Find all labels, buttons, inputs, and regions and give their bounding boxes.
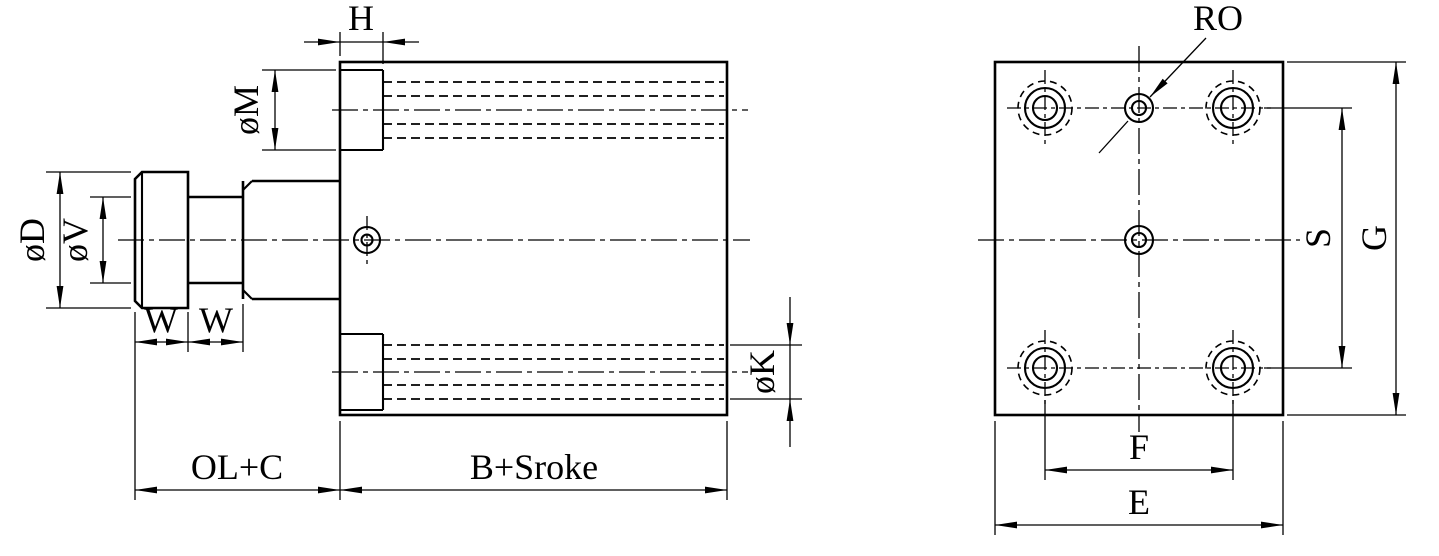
dimension-e: E xyxy=(994,421,1284,535)
dim-label-k: øK xyxy=(742,350,782,394)
piston-rod xyxy=(133,170,340,310)
mounting-hole-top-left xyxy=(1017,80,1073,136)
dimension-g: G xyxy=(1287,61,1406,416)
center-rod-hole xyxy=(1123,224,1155,256)
side-port-hole xyxy=(352,225,382,255)
dim-label-e: E xyxy=(1128,482,1150,522)
dim-label-f: F xyxy=(1129,427,1149,467)
dimension-v: øV xyxy=(55,196,131,284)
dimension-h: H xyxy=(304,0,419,64)
mounting-hole-bottom-left xyxy=(1017,340,1073,396)
dimension-k: øK xyxy=(730,297,802,447)
rod-neck xyxy=(188,195,243,285)
rod-flange xyxy=(133,170,190,310)
dim-label-w1: W xyxy=(144,300,178,340)
dim-label-s: S xyxy=(1298,228,1338,248)
end-view-centerlines xyxy=(978,46,1300,432)
dim-label-m: øM xyxy=(226,85,266,135)
dimension-b-stroke: B+Sroke xyxy=(340,421,728,500)
side-view-centerlines xyxy=(118,109,750,373)
dimension-d: øD xyxy=(12,171,131,309)
top-center-port-hole xyxy=(1123,92,1155,124)
dim-label-h: H xyxy=(348,0,374,38)
top-port-hidden-bore xyxy=(383,81,724,139)
dim-label-w2: W xyxy=(199,300,233,340)
dimension-w: W W xyxy=(134,300,244,500)
mounting-hole-bottom-right xyxy=(1205,340,1261,396)
dim-label-b-stroke: B+Sroke xyxy=(470,447,598,487)
cylinder-body-outline xyxy=(338,60,729,417)
dim-label-g: G xyxy=(1354,225,1394,251)
dim-label-d: øD xyxy=(12,218,52,262)
side-view: H øM øD øV W xyxy=(12,0,802,500)
dimension-ol-c: OL+C xyxy=(135,421,341,500)
dim-label-v: øV xyxy=(55,218,95,262)
rod-boss xyxy=(241,179,340,301)
dim-label-ro: RO xyxy=(1193,0,1243,38)
dimension-s: S xyxy=(1264,107,1352,369)
end-view: RO S G F E xyxy=(978,0,1406,535)
dim-label-ol-c: OL+C xyxy=(191,447,283,487)
dimension-m: øM xyxy=(226,69,336,151)
dimension-f: F xyxy=(1044,400,1234,480)
dimension-ro-leader: RO xyxy=(1098,0,1243,154)
bottom-port-hidden-bore xyxy=(383,344,724,400)
mounting-hole-top-right xyxy=(1205,80,1261,136)
